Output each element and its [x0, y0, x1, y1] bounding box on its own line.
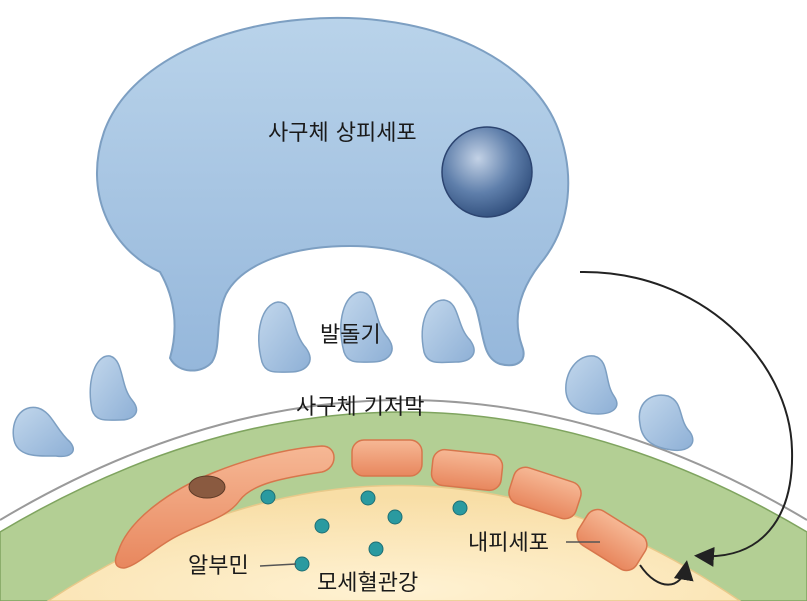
basement-membrane-label: 사구체 기저막	[296, 395, 424, 420]
podocyte-nucleus	[442, 127, 532, 217]
endothelial-cell-segment	[352, 440, 422, 476]
foot-process	[566, 356, 617, 414]
albumin-particle	[261, 490, 275, 504]
albumin-particle	[453, 501, 467, 515]
foot-process-label: 발돌기	[320, 323, 381, 348]
albumin-particle	[295, 557, 309, 571]
albumin-label: 알부민	[188, 554, 249, 579]
endothelial-cell-label: 내피세포	[468, 531, 549, 556]
capillary-lumen-label: 모세혈관강	[317, 571, 418, 596]
foot-process	[422, 300, 474, 363]
albumin-particle	[369, 542, 383, 556]
podocyte-label: 사구체 상피세포	[268, 121, 417, 146]
foot-process	[90, 356, 136, 420]
endothelial-cell-segment	[430, 448, 503, 491]
albumin-particle	[315, 519, 329, 533]
foot-process	[639, 395, 692, 450]
albumin-particle	[361, 491, 375, 505]
endothelial-nucleus	[189, 476, 225, 498]
foot-process	[13, 407, 73, 456]
foot-process	[259, 302, 310, 372]
albumin-particle	[388, 510, 402, 524]
